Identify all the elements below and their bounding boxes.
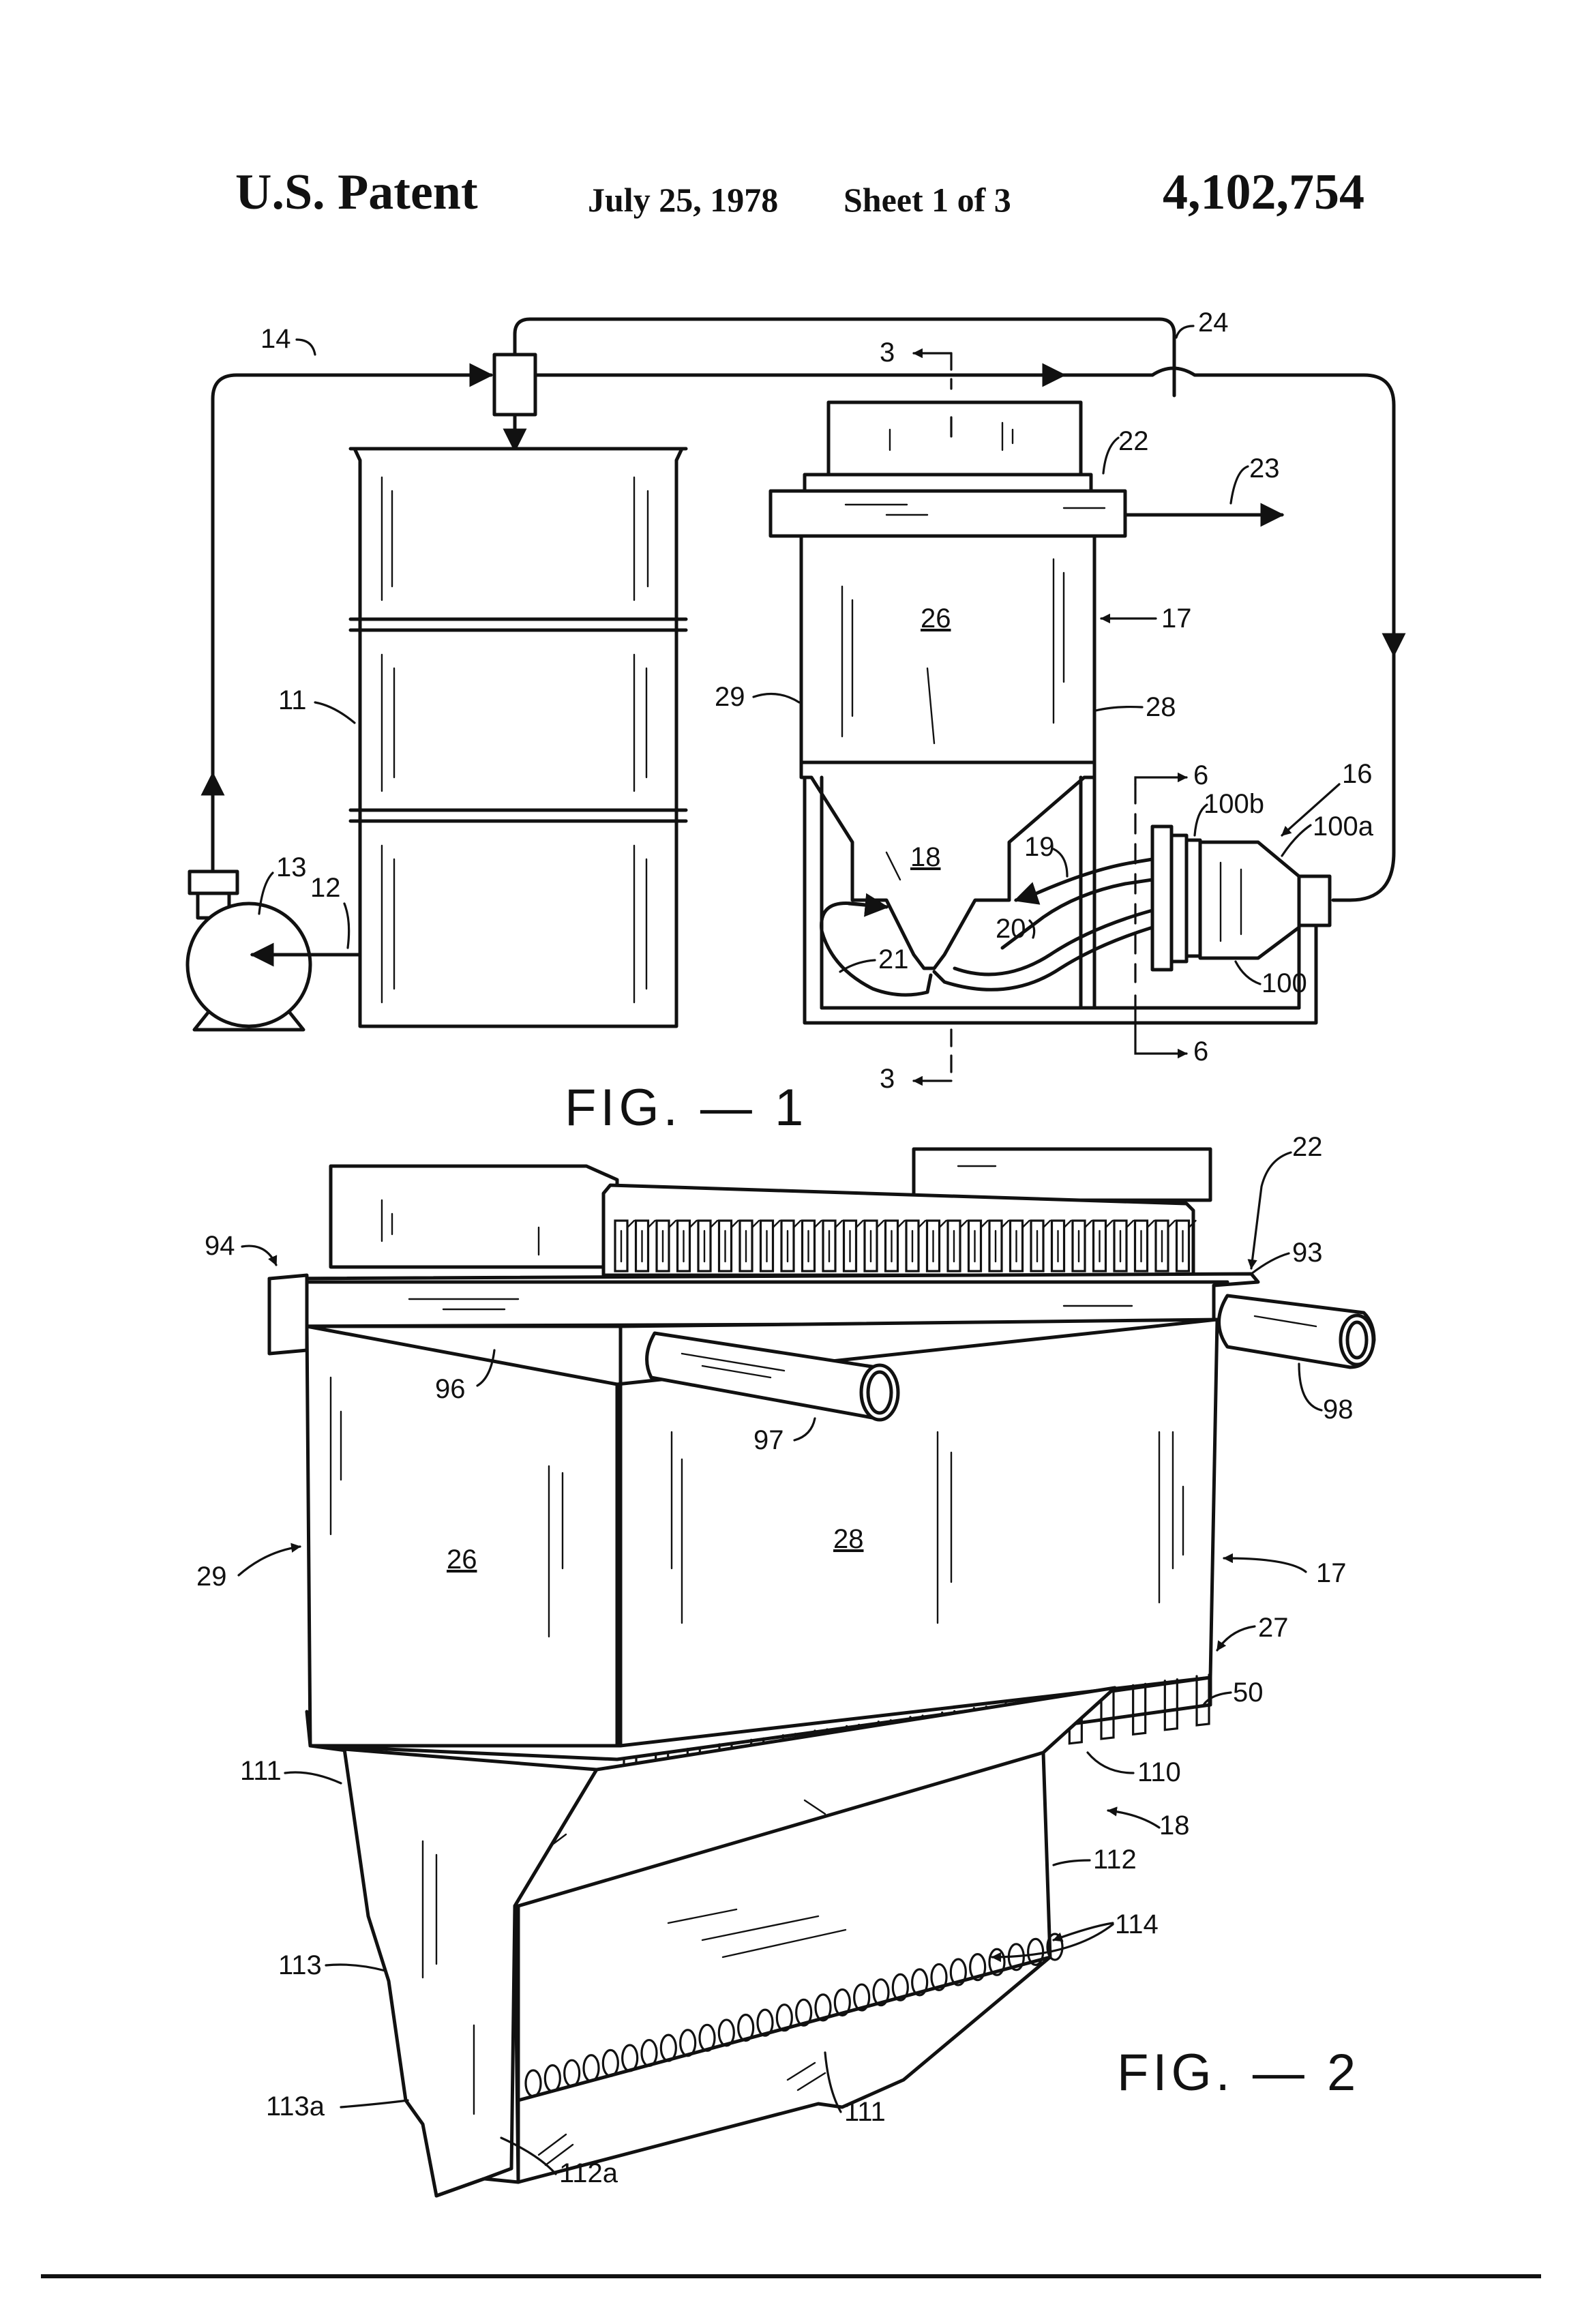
label-29: 29 bbox=[715, 682, 745, 712]
label-3-bottom: 3 bbox=[880, 1064, 895, 1094]
label-18: 18 bbox=[910, 842, 941, 872]
label-98: 98 bbox=[1323, 1395, 1354, 1425]
label-26: 26 bbox=[921, 604, 951, 634]
figure-1-title: FIG. — 1 bbox=[565, 1079, 807, 1137]
figure-2-title: FIG. — 2 bbox=[1117, 2044, 1360, 2102]
label-21: 21 bbox=[878, 944, 909, 974]
label-22: 22 bbox=[1118, 426, 1149, 456]
label-20: 20 bbox=[996, 914, 1026, 944]
label-6-bottom: 6 bbox=[1193, 1037, 1208, 1067]
label-100: 100 bbox=[1262, 968, 1307, 998]
valve-box bbox=[494, 355, 535, 415]
label-28: 28 bbox=[1146, 692, 1176, 722]
label-17: 17 bbox=[1161, 604, 1192, 634]
label-18-fig2: 18 bbox=[1159, 1811, 1190, 1841]
label-12: 12 bbox=[310, 873, 341, 903]
label-28-fig2: 28 bbox=[833, 1524, 864, 1554]
label-94: 94 bbox=[205, 1231, 235, 1261]
label-16: 16 bbox=[1342, 759, 1373, 789]
separator-17 bbox=[771, 353, 1316, 1081]
label-3-top: 3 bbox=[880, 338, 895, 368]
label-19: 19 bbox=[1024, 832, 1055, 862]
figure-2: 22 94 93 96 97 98 29 26 28 17 27 50 111 … bbox=[196, 1132, 1374, 2196]
label-114: 114 bbox=[1115, 1909, 1159, 1939]
label-14: 14 bbox=[260, 324, 291, 354]
label-112a: 112a bbox=[559, 2158, 618, 2188]
label-111-upper: 111 bbox=[240, 1756, 282, 1786]
outlet-pipe-98 bbox=[1219, 1296, 1375, 1367]
label-100a: 100a bbox=[1313, 811, 1374, 841]
label-26-fig2: 26 bbox=[447, 1545, 477, 1575]
label-24: 24 bbox=[1198, 308, 1229, 338]
label-22-fig2: 22 bbox=[1292, 1132, 1323, 1162]
label-23: 23 bbox=[1249, 453, 1280, 483]
label-112: 112 bbox=[1093, 1845, 1137, 1875]
label-17-fig2: 17 bbox=[1316, 1558, 1347, 1588]
label-111-lower: 111 bbox=[844, 2097, 886, 2127]
label-50: 50 bbox=[1233, 1678, 1264, 1708]
figure-1: 14 24 3 3 22 23 26 17 29 28 11 6 6 16 10… bbox=[188, 308, 1394, 1137]
hopper-18 bbox=[344, 1688, 1115, 2196]
drum-11 bbox=[350, 449, 686, 1026]
label-11: 11 bbox=[278, 685, 307, 715]
label-110: 110 bbox=[1137, 1757, 1181, 1787]
label-113a: 113a bbox=[266, 2091, 325, 2121]
label-27: 27 bbox=[1258, 1613, 1289, 1643]
label-96: 96 bbox=[435, 1374, 466, 1404]
return-line-24 bbox=[515, 319, 1174, 396]
label-13: 13 bbox=[276, 852, 307, 882]
label-93: 93 bbox=[1292, 1238, 1323, 1268]
label-113: 113 bbox=[278, 1950, 322, 1980]
label-97: 97 bbox=[753, 1425, 784, 1455]
label-100b: 100b bbox=[1204, 789, 1264, 819]
label-29-fig2: 29 bbox=[196, 1562, 227, 1592]
label-6-top: 6 bbox=[1193, 760, 1208, 790]
